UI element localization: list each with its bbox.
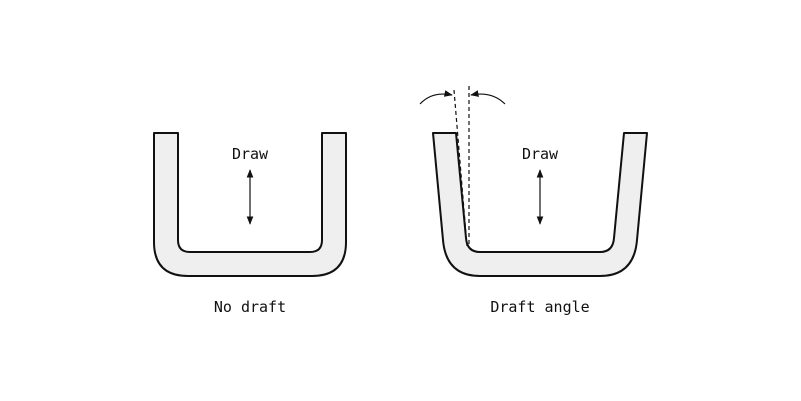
caption: No draft	[214, 298, 286, 316]
draw-label: Draw	[232, 145, 269, 163]
no-draft-cross-section	[153, 132, 347, 277]
caption: Draft angle	[490, 298, 589, 316]
draft-reference-line	[453, 89, 468, 247]
draw-label: Draw	[522, 145, 559, 163]
no-draft-part: Draw No draft	[153, 132, 347, 316]
angle-arrow-right	[470, 90, 506, 105]
angle-arrow-left	[419, 90, 453, 105]
draft-angle-part: Draw Draft angle	[419, 86, 648, 316]
draft-cross-section	[432, 132, 648, 277]
